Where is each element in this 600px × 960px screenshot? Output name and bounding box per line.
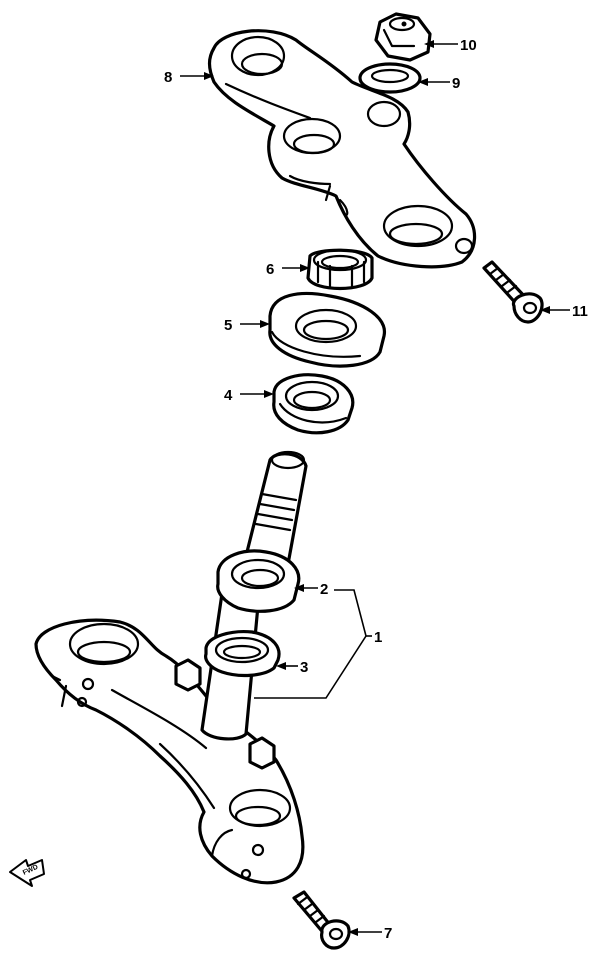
callout-8: 8 [164, 69, 172, 86]
forward-arrow-icon: FWD [9, 859, 45, 887]
steering-stem-nut [374, 12, 432, 62]
callout-11: 11 [572, 303, 588, 320]
steering-bearing [272, 373, 355, 435]
callout-7: 7 [384, 925, 392, 942]
callout-labels: 10 9 8 11 6 5 4 2 3 1 7 [164, 37, 588, 942]
upper-bracket [207, 29, 477, 269]
lock-nut [306, 248, 374, 291]
callout-6: 6 [266, 261, 274, 278]
callout-10: 10 [460, 37, 477, 54]
upper-bracket-bolt [482, 260, 544, 324]
callout-2: 2 [320, 581, 328, 598]
washer [358, 62, 422, 94]
lower-bracket-bolt [292, 890, 351, 950]
callout-3: 3 [300, 659, 308, 676]
leader-lines [180, 40, 570, 936]
callout-1: 1 [374, 629, 382, 646]
callout-4: 4 [224, 387, 233, 404]
lower-bracket [34, 450, 308, 885]
dust-seal [268, 291, 386, 368]
callout-9: 9 [452, 75, 460, 92]
callout-5: 5 [224, 317, 232, 334]
